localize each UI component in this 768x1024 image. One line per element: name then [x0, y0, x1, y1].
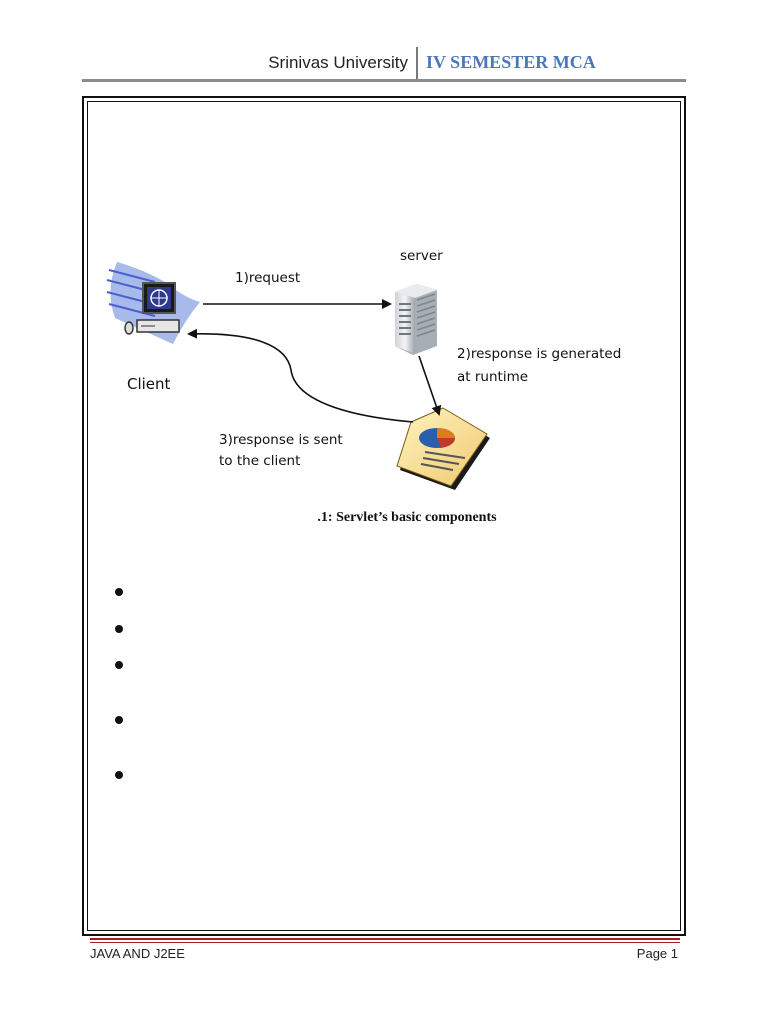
- page-header: Srinivas University IV SEMESTER MCA: [82, 45, 686, 83]
- footer-rule: [90, 938, 680, 940]
- response-sent-line2: to the client: [219, 453, 301, 469]
- bullet-point: [115, 716, 123, 724]
- response-sent-line1: 3)response is sent: [219, 432, 343, 448]
- header-semester: IV SEMESTER MCA: [426, 52, 596, 72]
- footer-rule-thin: [90, 942, 680, 943]
- servlet-diagram: server 1)request Client 2)response is ge…: [95, 240, 635, 500]
- server-icon: [395, 284, 437, 355]
- bullet-point: [115, 771, 123, 779]
- page-border-inner: [87, 101, 681, 931]
- bullet-point: [115, 625, 123, 633]
- response-arrow: [187, 328, 414, 423]
- figure-caption-text: .1: Servlet’s basic components: [317, 510, 497, 525]
- bullet-point: [115, 661, 123, 669]
- computer-icon: [106, 262, 200, 344]
- header-separator: [416, 47, 418, 81]
- document-chart-icon: [396, 407, 490, 490]
- response-generated-line1: 2)response is generated: [457, 346, 622, 362]
- figure-caption: .1: Servlet’s basic components: [0, 510, 768, 526]
- page-number: Page 1: [636, 946, 678, 961]
- header-university: Srinivas University: [268, 53, 408, 72]
- request-label: 1)request: [235, 270, 301, 286]
- client-label: Client: [127, 375, 171, 393]
- header-rule: [82, 79, 686, 82]
- generate-arrow: [418, 355, 442, 416]
- footer-course: JAVA AND J2EE: [90, 946, 185, 961]
- server-label: server: [400, 248, 443, 264]
- diagram-graphics: [106, 262, 490, 490]
- bullet-point: [115, 588, 123, 596]
- page-border: [82, 96, 686, 936]
- response-generated-line2: at runtime: [457, 369, 529, 385]
